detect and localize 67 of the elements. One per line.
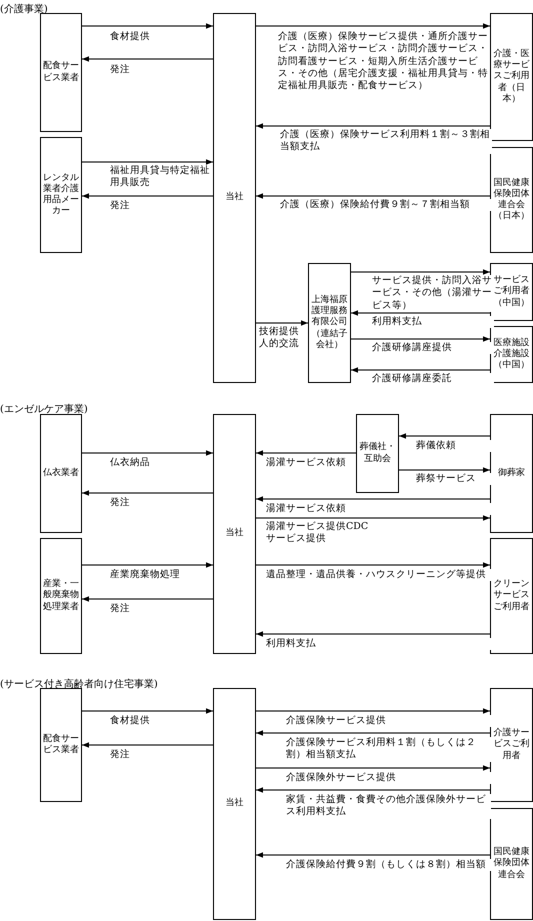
arrow [82,742,214,748]
arrow [256,765,490,771]
entity-box: 当社 [213,13,256,383]
entity-box: クリーンサービスご利用者 [490,538,533,654]
edge-label: 介護研修講座提供 [372,342,494,354]
edge-label: 利用料支払 [372,316,494,328]
edge-label: 介護保険給付費９割（もしくは８割）相当額 [286,859,491,872]
entity-box: 医療施設介護施設（中国） [490,326,533,383]
arrow [82,23,214,29]
arrow [398,433,490,439]
arrow [256,631,490,637]
arrow [350,310,490,316]
arrow [256,496,490,502]
arrow [82,193,214,199]
entity-box: 上海福原護理服務有限公司（連結子会社） [308,263,351,383]
edge-label: 介護保険外サービス提供 [286,772,491,784]
arrow [256,787,490,793]
edge-label: 葬儀依頼 [416,440,494,452]
edge-label: 介護研修講座委託 [372,373,494,386]
arrow [256,320,308,326]
arrow [256,852,490,858]
edge-label: サービス提供・訪問入浴サービス・その他（湯灌サービス等） [372,275,494,312]
arrow [82,562,214,568]
section-heading: (エンゼルケア事業) [0,402,88,416]
arrow [350,336,490,342]
arrow [82,490,214,496]
entity-box: レンタル業者介護用品メーカー [40,137,82,253]
entity-box: 介護サービスご利用者 [490,688,533,802]
edge-label: 遺品整理・遺品供養・ハウスクリーニング等提供 [266,569,494,582]
arrow [82,159,214,165]
arrow [350,367,490,373]
entity-box: 産業・一般廃棄物処理業者 [40,538,82,654]
edge-label: 介護保険サービス提供 [286,715,491,728]
edge-label: 介護（医療）保険サービス利用料１割～３割相当額支払 [280,129,492,154]
entity-box: 国民健康保険団体連合会 [490,808,533,920]
edge-label: 湯灌サービス依頼 [266,503,491,516]
edge-label: 介護（医療）保険給付費９割～７割相当額 [280,199,492,212]
entity-box: 当社 [213,414,256,654]
edge-label: 介護（医療）保険サービス提供・通所介護サービス・訪問入浴サービス・訪問介護サービス・訪問看護サービス・短期入所生活介護サービス・その他（居宅介護支援・福祉用具貸与・特定福祉用具販売・配食サービス） [278,31,490,93]
entity-box: サービスご利用者（中国） [490,263,533,321]
arrow [256,23,490,29]
arrow [256,193,490,199]
edge-label: 家賃・共益費・食費その他介護保険外サービス利用料支払 [286,794,491,819]
arrow [398,467,490,473]
arrow [256,562,490,568]
entity-box: 介護・医療サービスご利用者（日本） [490,13,533,141]
arrow [82,450,214,456]
arrow [82,708,214,714]
entity-box: 葬儀社・互助会 [356,414,399,493]
arrow [256,450,356,456]
entity-box: 国民健康保険団体連合会（日本） [490,147,533,253]
edge-label: 介護保険サービス利用料１割（もしくは２割）相当額支払 [286,737,491,762]
entity-box: 当社 [213,688,256,920]
arrow [256,123,490,129]
section-heading: (介護事業) [0,2,48,16]
entity-box: 配食サービス業者 [40,13,82,132]
edge-label: 利用料支払 [266,638,491,650]
entity-box: 配食サービス業者 [40,688,82,802]
arrow [256,515,490,521]
entity-box: 仏衣業者 [40,414,82,533]
arrow [350,269,490,275]
arrow [256,708,490,714]
entity-box: 御葬家 [490,414,533,533]
arrow [82,596,214,602]
arrow [82,56,214,62]
arrow [256,730,490,736]
edge-label: 葬祭サービス [416,473,494,486]
